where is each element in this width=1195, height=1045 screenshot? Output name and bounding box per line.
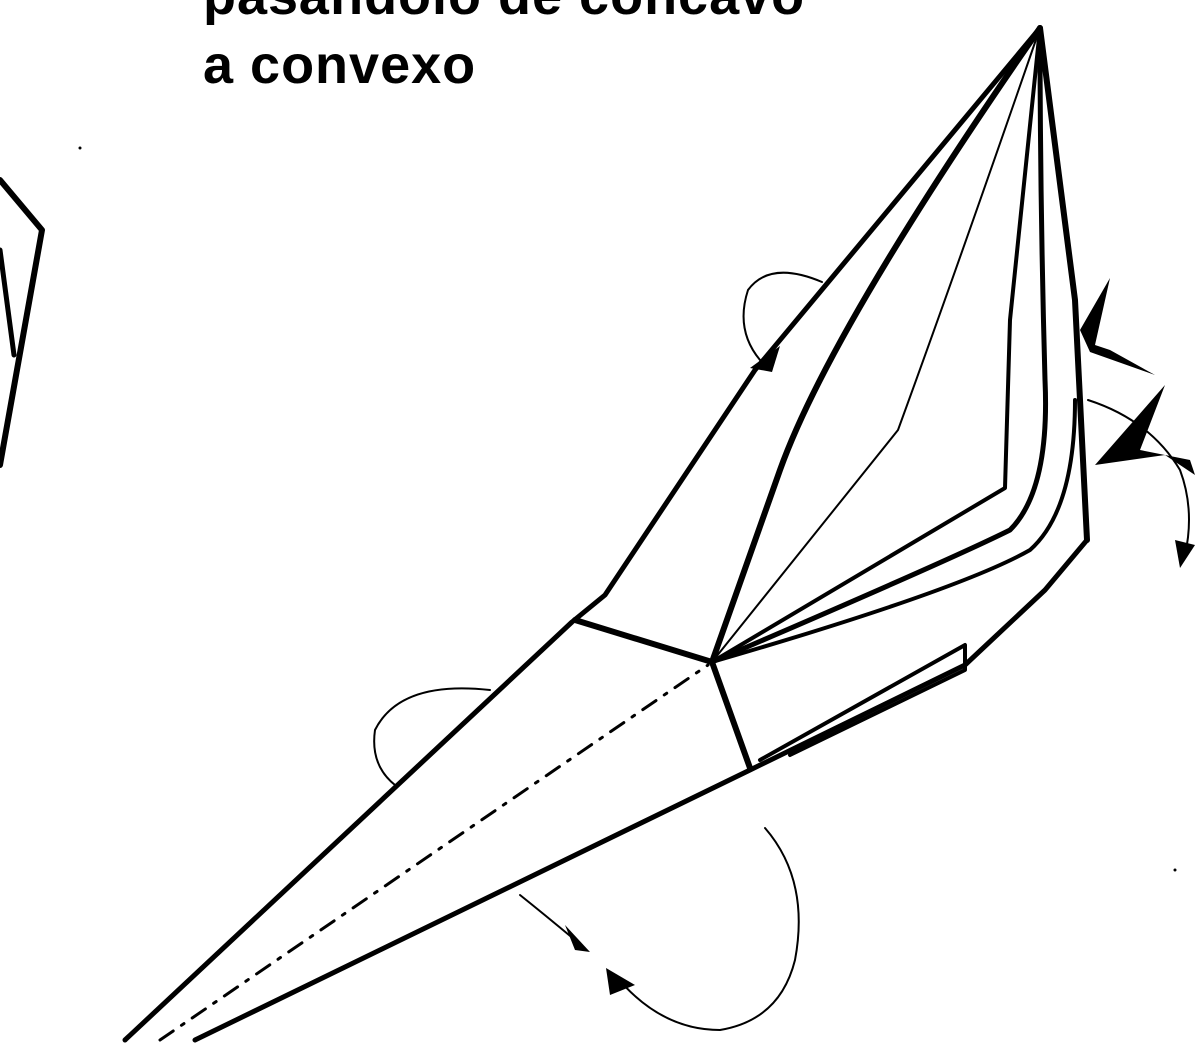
curved-arrow-icon [614,827,800,1031]
lower-tab [758,643,967,762]
inner-flap-3 [710,26,1042,664]
pocket-crease-left [572,617,753,771]
previous-step-fragment [0,177,45,468]
caption-line-2: a convexo [203,35,477,95]
curved-arrow-icon [519,894,576,941]
curved-arrow-icon [742,271,823,361]
curved-arrow-icon [1087,399,1190,556]
model-top-edge [122,25,1043,1043]
origami-model [122,25,1090,1043]
arrowhead-icon [1095,385,1195,475]
inner-flap-5 [710,398,1077,664]
inner-flap-2 [711,27,1041,663]
arrowhead-icon [750,346,780,372]
arrowhead-icon [1080,278,1155,375]
scan-specks [78,146,1177,872]
center-fold-line [158,663,710,1042]
arrowhead-icon [1175,540,1195,568]
caption-line-1: pasándolo de cóncavo [203,0,805,31]
inner-flap-4 [709,25,1049,665]
fold-arrows [373,271,1195,1031]
arrowhead-icon [606,968,635,995]
model-right-edge [1037,25,1090,543]
curved-arrow-icon [373,687,491,786]
instruction-caption: pasándolo de cóncavo a convexo [203,0,805,100]
model-bottom-edge [192,537,1090,1043]
inner-flap-1 [709,25,1043,665]
arrowhead-icon [565,925,590,952]
